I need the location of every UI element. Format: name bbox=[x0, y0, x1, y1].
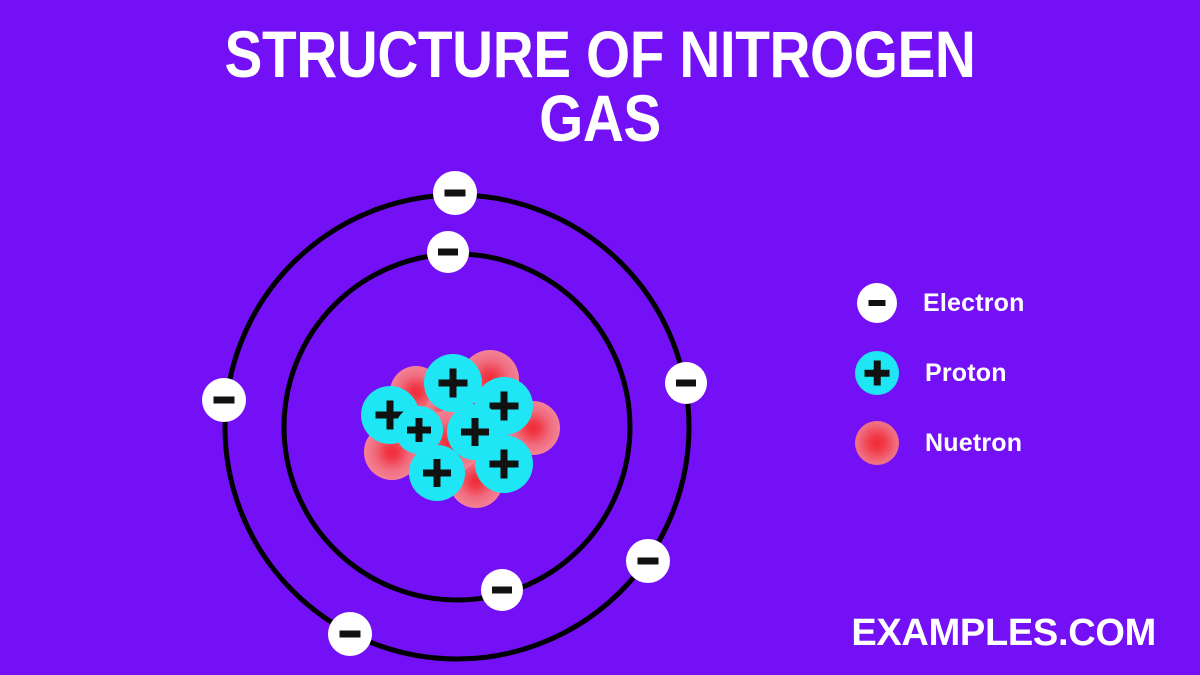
electron-group bbox=[202, 171, 707, 656]
proton-particle bbox=[409, 445, 465, 501]
legend-label-proton: Proton bbox=[925, 358, 1007, 387]
electron-particle bbox=[626, 539, 670, 583]
electron-particle bbox=[481, 569, 523, 611]
minus-glyph bbox=[868, 300, 886, 306]
electron-particle bbox=[665, 362, 707, 404]
proton-particle bbox=[395, 406, 443, 454]
electron-particle bbox=[328, 612, 372, 656]
electron-particle bbox=[433, 171, 477, 215]
legend-item-proton: Proton bbox=[855, 338, 1155, 408]
watermark: EXAMPLES.COM bbox=[851, 612, 1156, 654]
plus-glyph-vertical bbox=[873, 360, 881, 386]
plus-circle-icon bbox=[855, 351, 899, 395]
legend: Electron Proton Nuetron bbox=[855, 268, 1155, 478]
proton-particle bbox=[424, 354, 482, 412]
legend-label-neutron: Nuetron bbox=[925, 428, 1023, 457]
neutron-circle-icon bbox=[855, 421, 899, 465]
proton-group bbox=[361, 354, 533, 501]
electron-particle bbox=[202, 378, 246, 422]
page-title: STRUCTURE OF NITROGEN GAS bbox=[224, 17, 976, 156]
minus-circle-icon bbox=[857, 283, 897, 323]
legend-item-neutron: Nuetron bbox=[855, 408, 1155, 478]
proton-particle bbox=[475, 435, 533, 493]
legend-label-electron: Electron bbox=[923, 288, 1025, 317]
electron-particle bbox=[427, 231, 469, 273]
nucleus-cluster bbox=[361, 350, 560, 508]
legend-item-electron: Electron bbox=[855, 268, 1155, 338]
